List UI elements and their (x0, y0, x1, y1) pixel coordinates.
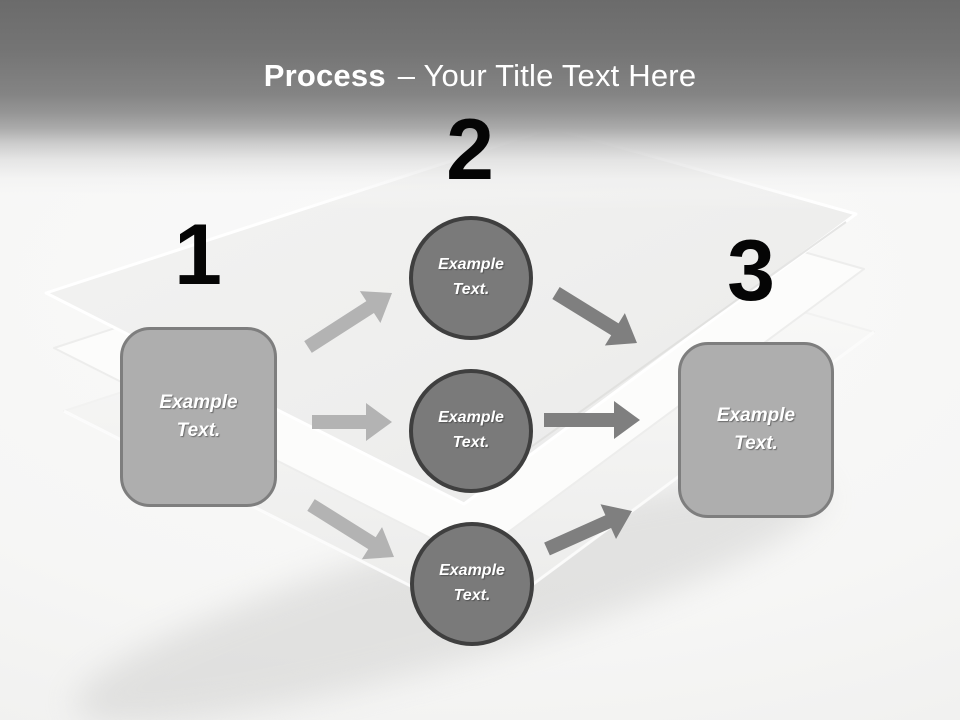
step2-circle-top: Example Text. (409, 216, 533, 340)
step3-box: Example Text. (678, 342, 834, 518)
step2-circle-bottom: Example Text. (410, 522, 534, 646)
title-emphasis: Process (263, 58, 386, 93)
step1-box: Example Text. (120, 327, 277, 507)
arrow-box1-to-top-circle (304, 291, 393, 353)
title-text: – Your Title Text Here (397, 58, 697, 93)
step2-circle-middle: Example Text. (409, 369, 533, 493)
step2-circle-middle-label: Example Text. (438, 409, 504, 451)
header-gradient-band (0, 0, 960, 210)
slide-title: Process – Your Title Text Here (0, 46, 960, 106)
step-number-1: 1 (174, 207, 222, 303)
step2-circle-bottom-label: Example Text. (439, 562, 505, 604)
step1-box-label: Example Text. (159, 391, 238, 442)
arrow-bottom-circle-to-box3 (544, 504, 633, 556)
step-number-3: 3 (727, 223, 775, 319)
step3-box-label: Example Text. (716, 404, 796, 455)
arrow-box1-to-middle-circle (312, 403, 392, 441)
step2-circle-top-label: Example Text. (438, 256, 504, 298)
arrow-box1-to-bottom-circle (307, 499, 395, 560)
arrow-middle-circle-to-box3 (544, 401, 640, 439)
arrow-top-circle-to-box3 (552, 287, 638, 346)
step-number-2: 2 (446, 102, 494, 198)
